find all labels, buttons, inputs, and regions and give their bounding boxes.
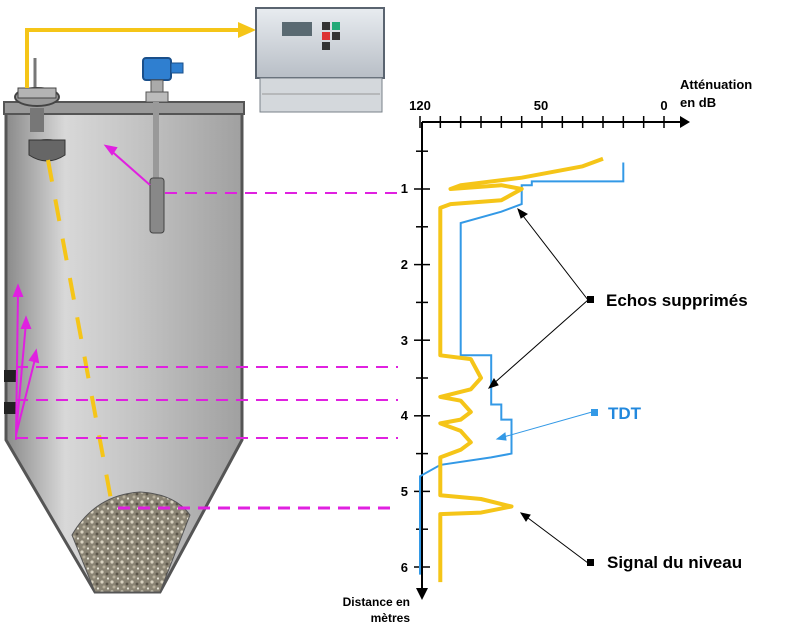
projection-lines	[16, 192, 398, 510]
y-tick-label: 1	[401, 181, 408, 196]
y-tick-label: 2	[401, 257, 408, 272]
tdt-series-line	[419, 162, 625, 575]
y-axis-title-line1: Distance en	[343, 595, 410, 609]
silo-roof	[3, 101, 245, 115]
x-tick-label: 120	[409, 98, 431, 113]
y-tick-label: 6	[401, 560, 408, 575]
transmitter-unit	[255, 7, 385, 113]
silo	[3, 101, 245, 594]
y-axis-arrow-icon	[416, 588, 428, 600]
wall-notch	[4, 402, 16, 414]
x-tick-label: 0	[660, 98, 667, 113]
signal-cable	[25, 28, 240, 88]
radar-beam	[46, 159, 114, 506]
signal-cable-arrow-icon	[238, 22, 256, 38]
echos-marker	[587, 296, 594, 303]
x-tick-label: 50	[534, 98, 548, 113]
y-tick-label: 5	[401, 484, 408, 499]
x-axis-arrow-icon	[680, 116, 690, 128]
y-tick-label: 4	[401, 408, 409, 423]
signal-series-line	[438, 156, 604, 583]
y-ticks	[414, 150, 430, 568]
radar-sensor	[14, 58, 66, 162]
signal-marker	[587, 559, 594, 566]
signal-label: Signal du niveau	[607, 553, 742, 572]
tdt-label: TDT	[608, 404, 642, 423]
annotations: Echos supprimés TDT Signal du niveau	[487, 207, 748, 572]
chart: 120 50 0 Atténuation en dB 1 2 3 4 5 6 D…	[343, 77, 753, 625]
reflection-arrows	[12, 144, 151, 441]
x-ticks	[419, 116, 665, 128]
y-tick-label: 3	[401, 333, 408, 348]
silo-gravel	[71, 491, 191, 593]
wall-notch	[4, 370, 16, 382]
y-axis-title-line2: mètres	[371, 611, 411, 625]
x-axis-title-line1: Atténuation	[680, 77, 752, 92]
probe-sensor	[142, 57, 184, 234]
tdt-marker	[591, 409, 598, 416]
echos-label: Echos supprimés	[606, 291, 748, 310]
x-axis-title-line2: en dB	[680, 95, 716, 110]
